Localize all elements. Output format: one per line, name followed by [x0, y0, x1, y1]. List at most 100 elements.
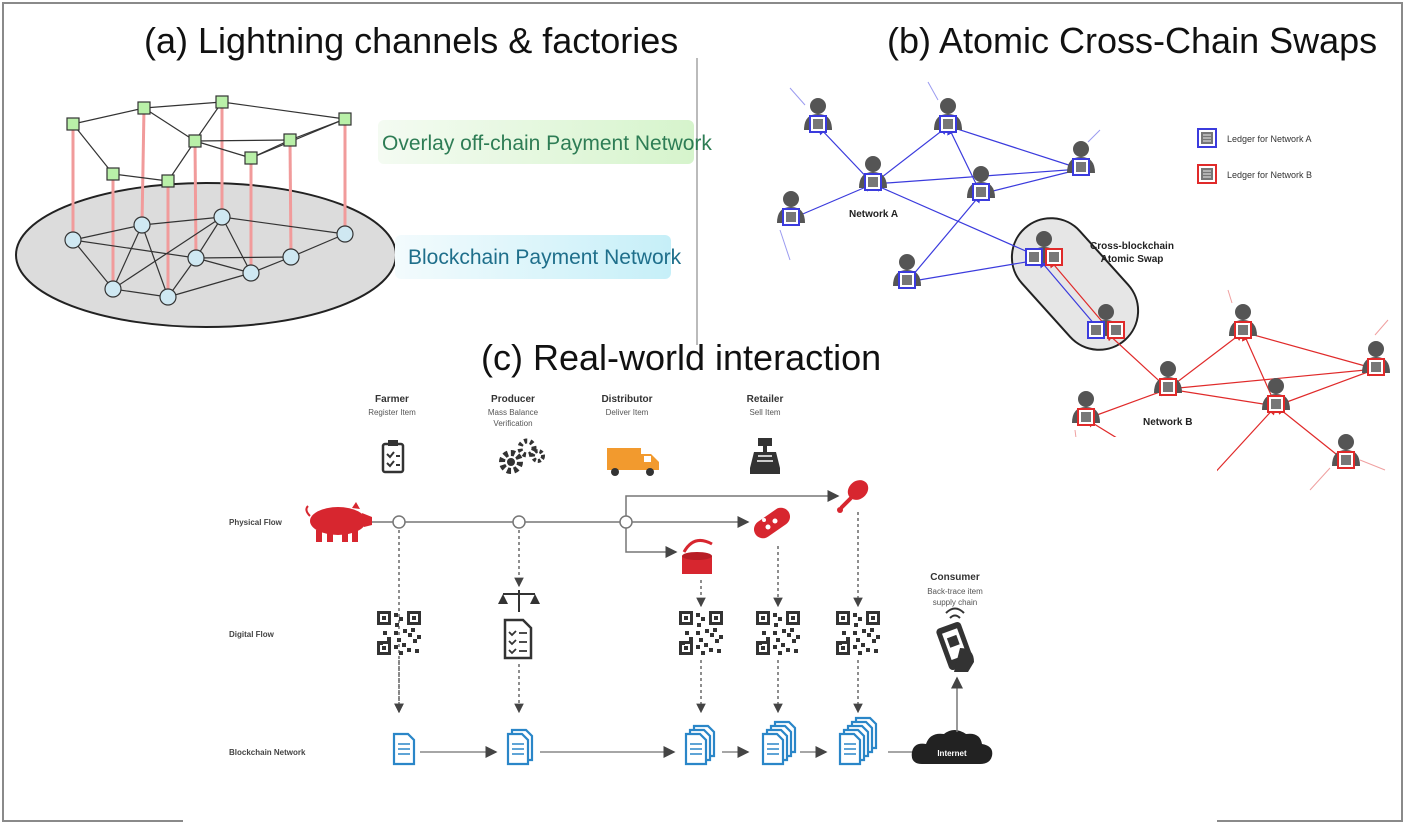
blockchain-edge — [72, 239, 197, 259]
network-edge — [789, 182, 875, 221]
blockchain-edge — [112, 216, 223, 290]
overlay-node — [161, 174, 175, 188]
incoming-link — [1309, 467, 1331, 491]
overlay-network-label: Overlay off-chain Payment Network — [382, 132, 712, 155]
blockchain-edge — [72, 224, 143, 241]
internet-label: Internet — [937, 749, 967, 758]
clipboard-icon — [381, 440, 405, 474]
legend-ledger-b-icon — [1197, 164, 1217, 184]
role-distributor: Distributor Deliver Item — [601, 394, 652, 417]
ledger-b-icon — [1107, 321, 1125, 339]
channel-link — [193, 140, 198, 259]
qr-code-icon — [756, 611, 800, 655]
title-panel-c: (c) Real-world interaction — [481, 337, 882, 378]
network-edge — [1105, 331, 1169, 390]
overlay-edge — [167, 140, 196, 182]
role-consumer: Consumer Back-trace item supply chain — [927, 572, 983, 607]
overlay-node — [137, 101, 151, 115]
participant-person-icon — [859, 156, 887, 191]
phone-scan-icon — [936, 607, 974, 672]
sausage-icon — [753, 507, 791, 539]
network-edge — [905, 255, 1046, 286]
network-edge — [817, 125, 874, 185]
title-panel-a: (a) Lightning channels & factories — [144, 20, 679, 61]
role-distributor-desc: Deliver Item — [606, 408, 649, 417]
qr-code-icon — [377, 611, 421, 655]
role-producer: Producer Mass Balance Verification — [488, 394, 539, 428]
participant-person-icon — [893, 254, 921, 289]
role-consumer-name: Consumer — [930, 572, 980, 583]
participant-person-icon — [1229, 304, 1257, 339]
blockchain-edge — [195, 256, 292, 259]
producer-node — [512, 515, 526, 529]
overlay-edge — [143, 107, 196, 142]
ledger-a-icon — [972, 183, 990, 201]
ledger-a-icon — [809, 115, 827, 133]
incoming-link — [1227, 289, 1233, 304]
overlay-label-box — [378, 120, 694, 164]
qr-code-icon — [679, 611, 723, 655]
network-edge — [1048, 258, 1112, 333]
dashed-trace-arrows — [394, 512, 863, 714]
panel-c: Farmer Register Item Producer Mass Balan… — [183, 376, 1217, 824]
incoming-link — [927, 81, 939, 101]
participant-person-icon — [1067, 141, 1095, 176]
role-retailer-desc: Sell Item — [749, 408, 780, 417]
panel-c-extension — [1057, 437, 1217, 824]
blockchain-node — [282, 248, 300, 266]
participant-person-icon — [1262, 378, 1290, 413]
blockchain-node — [187, 249, 205, 267]
network-edge — [1166, 385, 1278, 410]
ledger-b-icon — [1159, 378, 1177, 396]
ledger-document-stack-icon — [761, 720, 797, 766]
incoming-link — [779, 229, 791, 261]
ledger-b-icon — [1045, 248, 1063, 266]
network-edge — [1275, 405, 1347, 463]
row-label-blockchain: Blockchain Network — [229, 748, 306, 757]
canned-food-icon — [682, 538, 713, 574]
role-producer-desc2: Verification — [493, 419, 532, 428]
overlay-edge — [194, 140, 252, 159]
row-label-digital: Digital Flow — [229, 630, 275, 639]
channel-link — [140, 107, 146, 226]
role-producer-desc1: Mass Balance — [488, 408, 539, 417]
incoming-link — [1359, 459, 1386, 471]
role-consumer-desc2: supply chain — [933, 598, 977, 607]
participant-person-icon — [1154, 361, 1182, 396]
network-edge — [1241, 329, 1378, 372]
ledger-a-icon — [864, 173, 882, 191]
blockchain-edge — [112, 288, 169, 298]
blockchain-edge — [195, 257, 252, 274]
panel-a: Overlay off-chain Payment Network Blockc… — [15, 58, 712, 345]
participant-person-icon — [1362, 341, 1390, 376]
overlay-node — [215, 95, 229, 109]
atomic-swap-capsule — [1010, 217, 1140, 351]
ledger-b-icon — [1337, 451, 1355, 469]
overlay-edge — [194, 139, 291, 142]
network-edge — [946, 124, 1083, 171]
incoming-link — [789, 87, 806, 106]
checklist-document-icon — [503, 618, 533, 660]
blockchain-node — [64, 231, 82, 249]
ledger-b-icon — [1267, 395, 1285, 413]
gears-icon — [499, 438, 545, 474]
overlay-node — [283, 133, 297, 147]
role-consumer-desc1: Back-trace item — [927, 587, 983, 596]
swap-label-line2: Atomic Swap — [1101, 254, 1164, 265]
physical-flow-lines — [370, 490, 840, 558]
ham-leg-icon — [837, 480, 869, 513]
role-farmer-desc: Register Item — [368, 408, 416, 417]
pig-icon — [305, 502, 372, 542]
ledger-a-icon — [1025, 248, 1043, 266]
role-farmer: Farmer Register Item — [368, 394, 416, 417]
legend-ledger-a-label: Ledger for Network A — [1227, 134, 1312, 144]
blockchain-edge — [221, 216, 346, 235]
network-a-label: Network A — [849, 209, 898, 220]
overlay-node — [106, 167, 120, 181]
legend-ledger-a-icon — [1197, 128, 1217, 148]
overlay-node — [66, 117, 80, 131]
ledger-b-icon — [1077, 408, 1095, 426]
overlay-node — [244, 151, 258, 165]
participant-person-icon — [1332, 434, 1360, 469]
